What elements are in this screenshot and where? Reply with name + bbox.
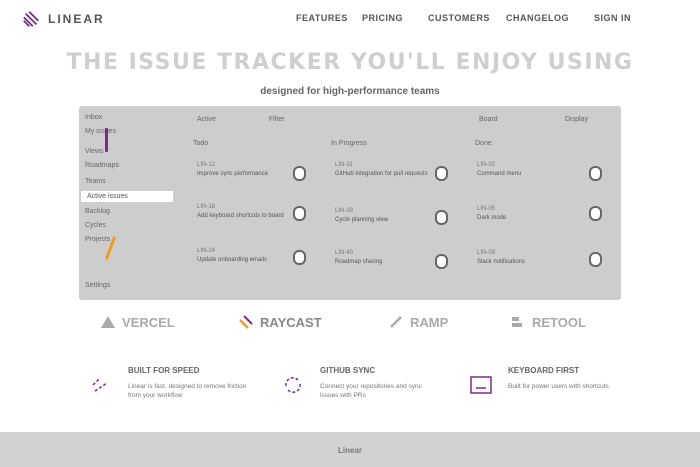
- issue-title: Update onboarding emails: [197, 257, 268, 263]
- sidebar-item-views[interactable]: Views: [85, 148, 104, 155]
- nav-links: FEATURES PRICING CUSTOMERS CHANGELOG SIG…: [296, 13, 644, 23]
- assignee-avatar: [293, 166, 306, 181]
- nav-link-sign-in[interactable]: SIGN IN: [594, 13, 632, 23]
- nav-link-changelog[interactable]: CHANGELOG: [506, 13, 569, 23]
- issue-title: Cycle planning view: [335, 217, 389, 223]
- nav-link-pricing[interactable]: PRICING: [362, 13, 404, 23]
- column-header-todo: Todo: [193, 140, 209, 147]
- feature-title: BUILT FOR SPEED: [128, 366, 200, 375]
- app-sidebar: Inbox My issues Views Roadmaps Teams Act…: [79, 106, 173, 300]
- column-header-in-progress: In Progress: [331, 140, 367, 147]
- sidebar-accent-mark: [105, 128, 108, 152]
- issue-id: LIN-09: [477, 250, 496, 256]
- sidebar-item-backlog[interactable]: Backlog: [85, 208, 110, 215]
- app-screenshot: Inbox My issues Views Roadmaps Teams Act…: [79, 106, 621, 300]
- issue-title: Improve sync performance: [197, 171, 269, 177]
- customer-logo-raycast: RAYCAST: [238, 314, 322, 330]
- sidebar-item-roadmaps[interactable]: Roadmaps: [85, 162, 119, 169]
- sidebar-item-cycles[interactable]: Cycles: [85, 222, 107, 229]
- vercel-triangle-icon: [101, 316, 115, 328]
- sidebar-item-active-issues[interactable]: Active issues: [81, 191, 173, 202]
- assignee-avatar: [435, 254, 448, 269]
- logo[interactable]: LINEAR: [22, 10, 105, 28]
- nav-link-features[interactable]: FEATURES: [296, 13, 348, 23]
- issue-card[interactable]: LIN-31 GitHub integration for pull reque…: [335, 162, 455, 194]
- customer-logo-ramp: RAMP: [388, 314, 448, 330]
- footer-label: Linear: [337, 446, 362, 455]
- linear-logo-icon: [23, 11, 39, 27]
- issue-id: LIN-24: [197, 248, 216, 254]
- issue-id: LIN-33: [335, 208, 354, 214]
- speed-icon: [92, 378, 108, 392]
- assignee-avatar: [435, 210, 448, 225]
- customer-name: RAMP: [410, 314, 449, 330]
- brand-name: LINEAR: [48, 12, 105, 26]
- sidebar-item-my-issues[interactable]: My issues: [85, 128, 117, 135]
- footer: Linear: [0, 432, 700, 467]
- feature-title: GITHUB SYNC: [320, 366, 376, 375]
- customer-logos: VERCEL RAYCAST RAMP RETOOL: [0, 314, 700, 338]
- chip-board[interactable]: Board: [479, 116, 498, 123]
- customer-name: VERCEL: [122, 314, 175, 330]
- sidebar-item-teams[interactable]: Teams: [85, 178, 106, 185]
- issue-card[interactable]: LIN-33 Cycle planning view: [335, 208, 455, 240]
- customer-logo-vercel: VERCEL: [100, 314, 175, 330]
- customer-logo-retool: RETOOL: [510, 314, 586, 330]
- issue-card[interactable]: LIN-02 Command menu: [477, 162, 597, 194]
- chip-filter[interactable]: Filter: [269, 116, 285, 123]
- hero-subtitle: designed for high-performance teams: [260, 86, 440, 97]
- issue-title: Roadmap sharing: [335, 259, 383, 265]
- keyboard-icon: [470, 376, 492, 394]
- chip-active[interactable]: Active: [197, 116, 217, 123]
- issue-title: Command menu: [477, 171, 522, 177]
- issue-title: Dark mode: [477, 215, 507, 221]
- issue-title: GitHub integration for pull requests: [335, 171, 428, 177]
- chip-display[interactable]: Display: [565, 116, 588, 123]
- retool-icon: [512, 317, 522, 327]
- issue-id: LIN-18: [197, 204, 216, 210]
- assignee-avatar: [589, 206, 602, 221]
- assignee-avatar: [435, 166, 448, 181]
- feature-description: Built for power users with shortcuts: [508, 383, 609, 390]
- issue-card[interactable]: LIN-05 Dark mode: [477, 206, 597, 238]
- column-header-done: Done: [475, 140, 492, 147]
- issue-title: Add keyboard shortcuts to board: [197, 213, 284, 219]
- issue-card[interactable]: LIN-24 Update onboarding emails: [197, 248, 317, 280]
- top-nav: LINEAR FEATURES PRICING CUSTOMERS CHANGE…: [0, 0, 700, 38]
- issue-id: LIN-05: [477, 206, 496, 212]
- sidebar-item-inbox[interactable]: Inbox: [85, 114, 103, 121]
- issue-id: LIN-02: [477, 162, 496, 168]
- hero-title: THE ISSUE TRACKER YOU'LL ENJOY USING: [66, 50, 634, 75]
- issue-card[interactable]: LIN-09 Slack notifications: [477, 250, 597, 282]
- customer-name: RAYCAST: [260, 314, 322, 330]
- feature-title: KEYBOARD FIRST: [508, 366, 580, 375]
- assignee-avatar: [293, 206, 306, 221]
- sidebar-item-projects[interactable]: Projects: [85, 236, 111, 243]
- customer-name: RETOOL: [532, 314, 586, 330]
- feature-description: Connect your repositories and sync issue…: [320, 383, 422, 399]
- sync-icon: [285, 377, 301, 393]
- sidebar-item-settings[interactable]: Settings: [85, 282, 111, 289]
- assignee-avatar: [589, 252, 602, 267]
- issue-id: LIN-40: [335, 250, 354, 256]
- issue-id: LIN-31: [335, 162, 354, 168]
- issue-card[interactable]: LIN-40 Roadmap sharing: [335, 250, 455, 282]
- issue-card[interactable]: LIN-18 Add keyboard shortcuts to board: [197, 204, 317, 236]
- ramp-icon: [390, 316, 402, 328]
- assignee-avatar: [293, 250, 306, 265]
- issue-id: LIN-12: [197, 162, 216, 168]
- issue-card[interactable]: LIN-12 Improve sync performance: [197, 162, 317, 194]
- assignee-avatar: [589, 166, 602, 181]
- issue-title: Slack notifications: [477, 259, 526, 265]
- feature-description: Linear is fast, designed to remove frict…: [128, 383, 247, 399]
- nav-link-customers[interactable]: CUSTOMERS: [428, 13, 490, 23]
- raycast-icon: [239, 315, 253, 329]
